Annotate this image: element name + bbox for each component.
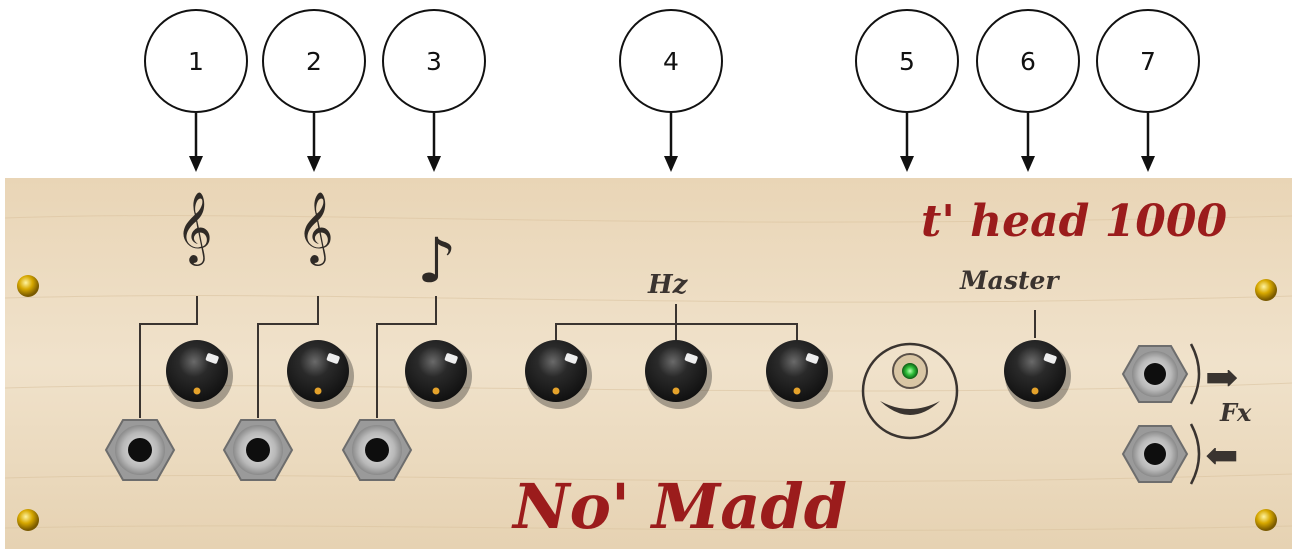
screw bbox=[17, 509, 39, 531]
model-title: t' head 1000 bbox=[921, 196, 1228, 247]
arrow-left-icon: ⬅ bbox=[1205, 433, 1239, 479]
callout-6: 6 bbox=[976, 9, 1080, 113]
arrow-right-icon: ➡ bbox=[1205, 355, 1239, 401]
screw bbox=[1255, 279, 1277, 301]
callout-3: 3 bbox=[382, 9, 486, 113]
callout-number: 2 bbox=[306, 46, 322, 76]
knob-1[interactable] bbox=[166, 340, 233, 409]
amp-front-panel: 𝄞 𝄞 ♪ Hz Master Fx ➡ ⬅ t' head 1000 No' … bbox=[4, 178, 1292, 549]
input-jack-2[interactable] bbox=[222, 419, 294, 481]
fx-send-jack[interactable] bbox=[1121, 343, 1201, 405]
callout-number: 3 bbox=[426, 46, 442, 76]
callout-arrows bbox=[189, 113, 1155, 172]
knob-hz-mid[interactable] bbox=[645, 340, 712, 409]
callout-number: 4 bbox=[663, 46, 679, 76]
treble-clef-icon-2: 𝄞 bbox=[297, 190, 334, 263]
input-jack-3[interactable] bbox=[341, 419, 413, 481]
brand-logo: No' Madd bbox=[513, 470, 848, 543]
master-label: Master bbox=[960, 266, 1059, 295]
fx-return-jack[interactable] bbox=[1121, 423, 1201, 485]
knob-group bbox=[166, 340, 1071, 409]
callout-number: 5 bbox=[899, 46, 915, 76]
knob-2[interactable] bbox=[287, 340, 354, 409]
panel-graphics bbox=[4, 178, 1292, 549]
knob-hz-low[interactable] bbox=[525, 340, 592, 409]
power-led bbox=[902, 363, 918, 379]
callout-4: 4 bbox=[619, 9, 723, 113]
connector-1 bbox=[139, 296, 198, 418]
hz-label: Hz bbox=[648, 270, 688, 300]
connector-2 bbox=[257, 296, 319, 418]
callout-2: 2 bbox=[262, 9, 366, 113]
knob-master[interactable] bbox=[1004, 340, 1071, 409]
knob-hz-high[interactable] bbox=[766, 340, 833, 409]
callout-number: 1 bbox=[188, 46, 204, 76]
connector-3 bbox=[376, 296, 437, 418]
power-switch[interactable] bbox=[861, 342, 959, 440]
treble-clef-icon-1: 𝄞 bbox=[176, 190, 213, 263]
input-jack-1[interactable] bbox=[104, 419, 176, 481]
screw bbox=[17, 275, 39, 297]
fx-label: Fx bbox=[1220, 398, 1252, 427]
screw bbox=[1255, 509, 1277, 531]
callout-1: 1 bbox=[144, 9, 248, 113]
knob-3[interactable] bbox=[405, 340, 472, 409]
callout-number: 6 bbox=[1020, 46, 1036, 76]
hz-bracket bbox=[555, 304, 798, 344]
callout-number: 7 bbox=[1140, 46, 1156, 76]
callout-7: 7 bbox=[1096, 9, 1200, 113]
eighth-note-icon: ♪ bbox=[417, 224, 457, 297]
callout-5: 5 bbox=[855, 9, 959, 113]
